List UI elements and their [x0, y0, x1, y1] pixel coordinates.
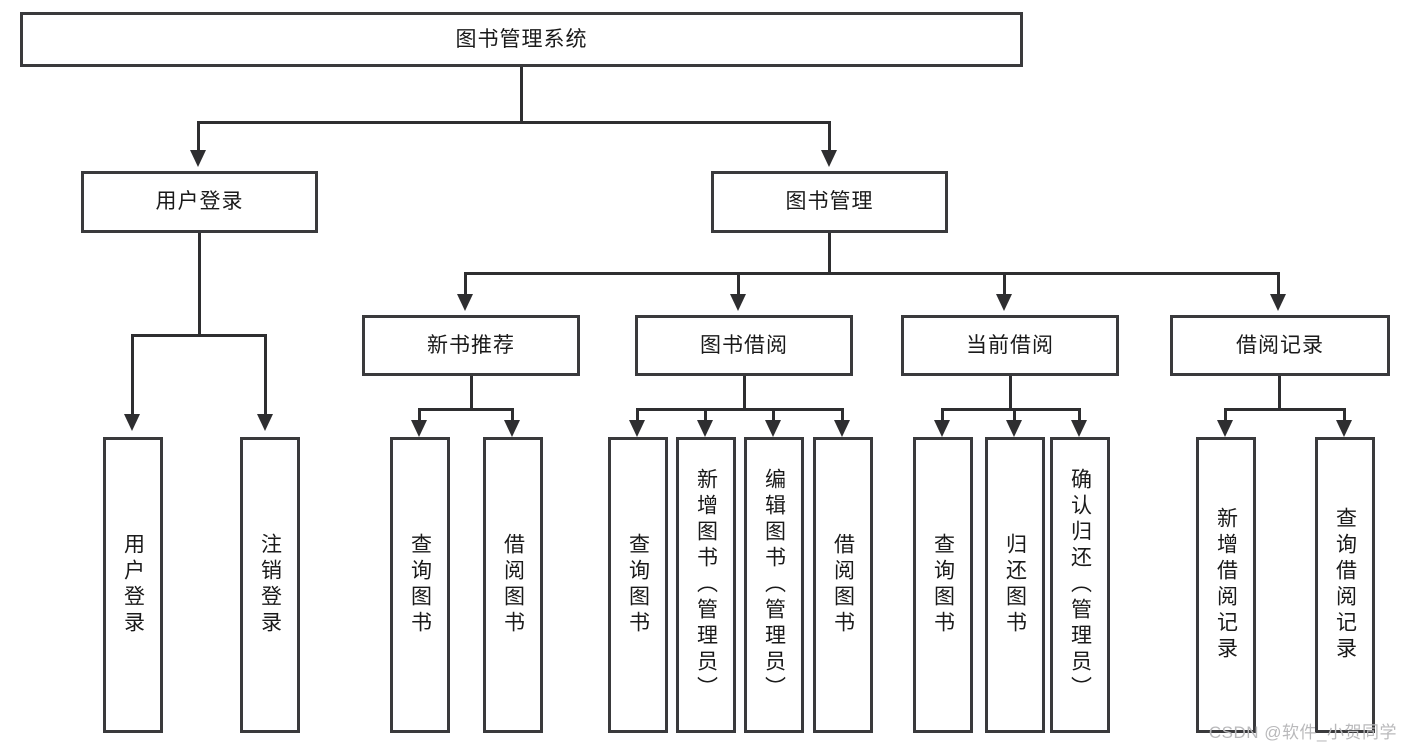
node-label: 查询借阅记录: [1333, 507, 1357, 663]
arrowhead-leaf-logout: [257, 414, 273, 431]
connector-root-drop-2: [828, 121, 831, 153]
connector-cb-drop-1: [941, 408, 944, 423]
connector-cb-stem: [1009, 376, 1012, 408]
node-label: 当前借阅: [966, 333, 1054, 357]
node-label: 查询图书: [931, 533, 955, 637]
leaf-user-login[interactable]: 用户登录: [103, 437, 163, 733]
node-label: 用户登录: [155, 190, 244, 214]
connector-br-stem: [1278, 376, 1281, 408]
node-label: 注销登录: [258, 533, 282, 637]
arrowhead-cb-confirm-return: [1071, 420, 1087, 437]
node-label: 图书管理: [785, 190, 874, 214]
node-label: 借阅图书: [831, 533, 855, 637]
connector-user-login-stem: [198, 233, 201, 334]
connector-book-manage-drop-2: [737, 272, 740, 297]
arrowhead-bb-query-book: [629, 420, 645, 437]
node-borrow-record[interactable]: 借阅记录: [1170, 315, 1390, 376]
connector-book-manage-drop-4: [1277, 272, 1280, 297]
connector-user-login-bus: [131, 334, 267, 337]
node-label: 借阅记录: [1236, 333, 1324, 357]
leaf-cb-query-book[interactable]: 查询图书: [913, 437, 973, 733]
arrowhead-bb-borrow-book: [834, 420, 850, 437]
arrowhead-bb-edit-book: [765, 420, 781, 437]
leaf-br-query-record[interactable]: 查询借阅记录: [1315, 437, 1375, 733]
connector-new-book-bus: [418, 408, 513, 411]
arrowhead-book-borrow: [730, 294, 746, 311]
connector-cb-bus: [941, 408, 1080, 411]
node-new-book-recommend[interactable]: 新书推荐: [362, 315, 580, 376]
node-label: 新增图书（管理员）: [694, 468, 718, 702]
node-system-root[interactable]: 图书管理系统: [20, 12, 1023, 67]
node-label: 图书管理系统: [455, 27, 588, 51]
connector-br-bus: [1224, 408, 1346, 411]
arrowhead-bb-add-book: [697, 420, 713, 437]
node-label: 查询图书: [408, 533, 432, 637]
leaf-bb-borrow-book[interactable]: 借阅图书: [813, 437, 873, 733]
node-label: 图书借阅: [700, 333, 788, 357]
connector-cb-drop-3: [1078, 408, 1081, 423]
arrowhead-leaf-user-login: [124, 414, 140, 431]
arrowhead-book-manage: [821, 150, 837, 167]
connector-bb-stem: [743, 376, 746, 408]
connector-bb-drop-4: [841, 408, 844, 423]
leaf-nb-borrow-book[interactable]: 借阅图书: [483, 437, 543, 733]
connector-new-book-drop-1: [418, 408, 421, 423]
node-label: 确认归还（管理员）: [1068, 468, 1092, 702]
arrowhead-cb-return-book: [1006, 420, 1022, 437]
arrowhead-br-query-record: [1336, 420, 1352, 437]
arrowhead-user-login: [190, 150, 206, 167]
leaf-cb-return-book[interactable]: 归还图书: [985, 437, 1045, 733]
leaf-bb-add-book[interactable]: 新增图书（管理员）: [676, 437, 736, 733]
node-book-borrow[interactable]: 图书借阅: [635, 315, 853, 376]
connector-br-drop-1: [1224, 408, 1227, 423]
node-book-management[interactable]: 图书管理: [711, 171, 948, 233]
leaf-nb-query-book[interactable]: 查询图书: [390, 437, 450, 733]
connector-cb-drop-2: [1013, 408, 1016, 423]
connector-root-stem: [520, 67, 523, 121]
connector-bb-drop-2: [704, 408, 707, 423]
leaf-logout[interactable]: 注销登录: [240, 437, 300, 733]
arrowhead-borrow-record: [1270, 294, 1286, 311]
node-label: 借阅图书: [501, 533, 525, 637]
leaf-bb-edit-book[interactable]: 编辑图书（管理员）: [744, 437, 804, 733]
arrowhead-nb-borrow-book: [504, 420, 520, 437]
connector-book-manage-stem: [828, 233, 831, 272]
connector-new-book-stem: [470, 376, 473, 408]
node-label: 用户登录: [121, 533, 145, 637]
arrowhead-cb-query-book: [934, 420, 950, 437]
connector-book-manage-drop-1: [464, 272, 467, 297]
leaf-cb-confirm-return[interactable]: 确认归还（管理员）: [1050, 437, 1110, 733]
arrowhead-br-add-record: [1217, 420, 1233, 437]
connector-book-manage-drop-3: [1003, 272, 1006, 297]
node-label: 编辑图书（管理员）: [762, 468, 786, 702]
connector-new-book-drop-2: [511, 408, 514, 423]
arrowhead-current-borrow: [996, 294, 1012, 311]
leaf-br-add-record[interactable]: 新增借阅记录: [1196, 437, 1256, 733]
node-label: 归还图书: [1003, 533, 1027, 637]
connector-bb-bus: [636, 408, 843, 411]
node-user-login[interactable]: 用户登录: [81, 171, 318, 233]
node-label: 新增借阅记录: [1214, 507, 1238, 663]
arrowhead-nb-query-book: [411, 420, 427, 437]
connector-br-drop-2: [1343, 408, 1346, 423]
connector-user-login-drop-1: [131, 334, 134, 417]
connector-root-bus: [197, 121, 831, 124]
connector-bb-drop-1: [636, 408, 639, 423]
leaf-bb-query-book[interactable]: 查询图书: [608, 437, 668, 733]
watermark-text: CSDN @软件_小贺同学: [1208, 723, 1397, 742]
node-label: 查询图书: [626, 533, 650, 637]
connector-book-manage-bus: [464, 272, 1280, 275]
node-label: 新书推荐: [427, 333, 515, 357]
node-current-borrow[interactable]: 当前借阅: [901, 315, 1119, 376]
arrowhead-new-book-rec: [457, 294, 473, 311]
connector-root-drop-1: [197, 121, 200, 153]
connector-bb-drop-3: [772, 408, 775, 423]
connector-user-login-drop-2: [264, 334, 267, 417]
